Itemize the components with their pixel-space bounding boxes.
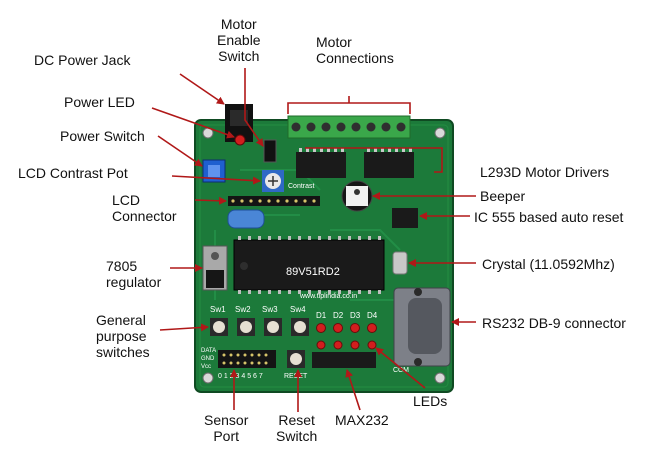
label-power-led: Power LED bbox=[64, 94, 135, 110]
beeper bbox=[341, 180, 373, 212]
port-label-vcc: Vcc bbox=[201, 364, 211, 370]
label-leds: LEDs bbox=[413, 393, 448, 409]
switch-label-4: Sw4 bbox=[290, 305, 306, 314]
reset-silk: RESET bbox=[284, 373, 308, 380]
line-l293d bbox=[305, 147, 443, 173]
lcd-connector-header bbox=[228, 196, 320, 206]
port-label-gnd: GND bbox=[201, 356, 215, 362]
switch-label-2: Sw2 bbox=[235, 305, 251, 314]
label-7805-regulator: 7805 regulator bbox=[106, 258, 162, 290]
label-general-purpose-switches: General purpose switches bbox=[96, 312, 150, 360]
polarity-minus: − bbox=[276, 101, 283, 115]
label-lcd-connector: LCD Connector bbox=[112, 192, 177, 224]
port-label-data: DATA bbox=[201, 348, 216, 354]
general-purpose-switches bbox=[210, 318, 309, 336]
port-numbers: 0 1 2 3 4 5 6 7 bbox=[218, 373, 263, 380]
label-reset-switch: Reset Switch bbox=[276, 412, 318, 444]
website-silk: www.tiplindia.co.in bbox=[299, 293, 357, 300]
arrow-dc-jack bbox=[179, 73, 225, 105]
ccm-silk: CCM bbox=[393, 367, 409, 374]
label-l293d: L293D Motor Drivers bbox=[480, 164, 610, 180]
sensor-port-header bbox=[218, 350, 276, 368]
arrow-max232 bbox=[345, 369, 361, 411]
motor-terminals bbox=[287, 115, 411, 139]
max232-chip bbox=[312, 352, 376, 368]
mcu-marking: 89V51RD2 bbox=[286, 266, 340, 278]
label-ic555: IC 555 based auto reset bbox=[474, 209, 624, 225]
label-beeper: Beeper bbox=[480, 188, 526, 204]
contrast-pot bbox=[262, 170, 284, 192]
arrow-lcd-connector bbox=[194, 196, 227, 205]
led-label-1: D1 bbox=[316, 311, 327, 320]
label-rs232: RS232 DB-9 connector bbox=[482, 315, 626, 331]
label-dc-power-jack: DC Power Jack bbox=[34, 52, 131, 68]
microcontroller bbox=[233, 236, 385, 294]
arrow-motor-enable bbox=[244, 68, 264, 147]
switch-label-3: Sw3 bbox=[262, 305, 278, 314]
arrow-power-switch bbox=[157, 135, 203, 167]
l293d-chips bbox=[296, 148, 414, 178]
regulator-7805 bbox=[202, 245, 228, 291]
ic555-chip bbox=[392, 208, 418, 228]
arrow-leds bbox=[375, 347, 426, 389]
arrow-contrast-pot bbox=[171, 175, 261, 185]
label-sensor-port: Sensor Port bbox=[204, 412, 249, 444]
led-label-2: D2 bbox=[333, 311, 344, 320]
crystal bbox=[392, 251, 408, 275]
label-lcd-contrast-pot: LCD Contrast Pot bbox=[18, 165, 128, 181]
label-motor-enable-switch: Motor Enable Switch bbox=[217, 16, 261, 64]
arrow-gp-switches bbox=[159, 323, 209, 332]
label-power-switch: Power Switch bbox=[60, 128, 145, 144]
polarity-plus: + bbox=[262, 101, 269, 115]
switch-label-1: Sw1 bbox=[210, 305, 226, 314]
power-led bbox=[234, 134, 246, 146]
label-max232: MAX232 bbox=[335, 412, 389, 428]
label-crystal: Crystal (11.0592Mhz) bbox=[482, 256, 615, 272]
led-array bbox=[316, 323, 377, 350]
led-label-4: D4 bbox=[367, 311, 378, 320]
label-motor-connections: Motor Connections bbox=[316, 34, 394, 66]
contrast-silk: Contrast bbox=[288, 183, 315, 190]
led-label-3: D3 bbox=[350, 311, 361, 320]
reset-button bbox=[287, 350, 305, 368]
db9-connector bbox=[393, 287, 451, 367]
motor-enable-switch bbox=[263, 139, 277, 163]
bracket-motor-connections bbox=[287, 96, 411, 114]
arrow-power-led bbox=[151, 107, 235, 139]
